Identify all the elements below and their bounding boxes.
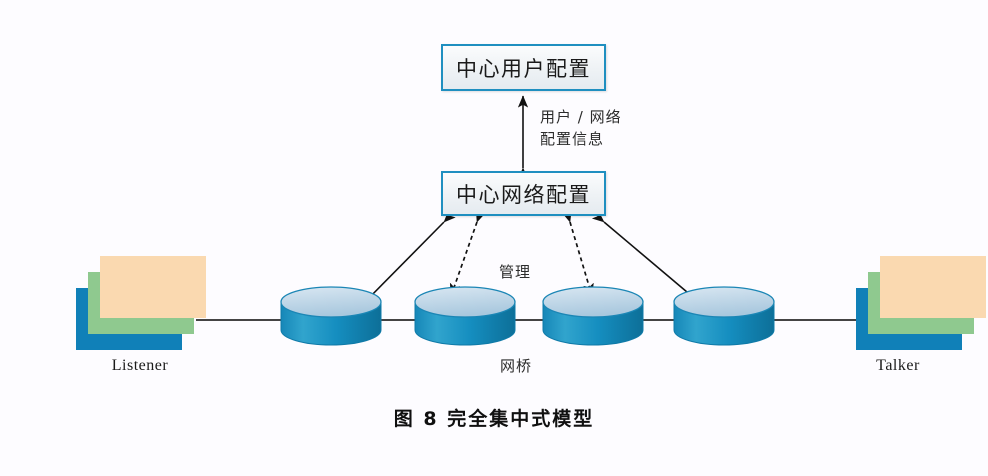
central-network-config-label: 中心网络配置 bbox=[456, 182, 591, 207]
central-user-config-label: 中心用户配置 bbox=[456, 56, 591, 81]
user-network-config-line-1: 用户 / 网络 bbox=[540, 108, 622, 126]
bridge-cylinder-2 bbox=[414, 286, 516, 346]
manage-label: 管理 bbox=[499, 263, 532, 281]
talker-label: Talker bbox=[876, 357, 920, 374]
bridge-label: 网桥 bbox=[500, 357, 533, 375]
endpoint-device-listener bbox=[76, 256, 206, 350]
connector-net-bridge-3 bbox=[561, 208, 594, 297]
user-network-config-label: 用户 / 网络 配置信息 bbox=[540, 106, 622, 150]
figure-caption: 图 8 完全集中式模型 bbox=[393, 408, 595, 430]
bridge-cylinder-4 bbox=[673, 286, 775, 346]
endpoint-device-talker bbox=[856, 256, 986, 350]
connector-net-bridge-1 bbox=[363, 210, 456, 304]
central-user-config-box[interactable]: 中心用户配置 bbox=[441, 44, 606, 91]
bridge-cylinder-3 bbox=[542, 286, 644, 346]
listener-label: Listener bbox=[111, 357, 169, 374]
user-network-config-line-2: 配置信息 bbox=[540, 130, 605, 148]
central-network-config-box[interactable]: 中心网络配置 bbox=[441, 171, 606, 216]
connector-net-bridge-4 bbox=[591, 210, 701, 304]
bridge-cylinder-1 bbox=[280, 286, 382, 346]
connector-net-bridge-2 bbox=[449, 208, 487, 297]
